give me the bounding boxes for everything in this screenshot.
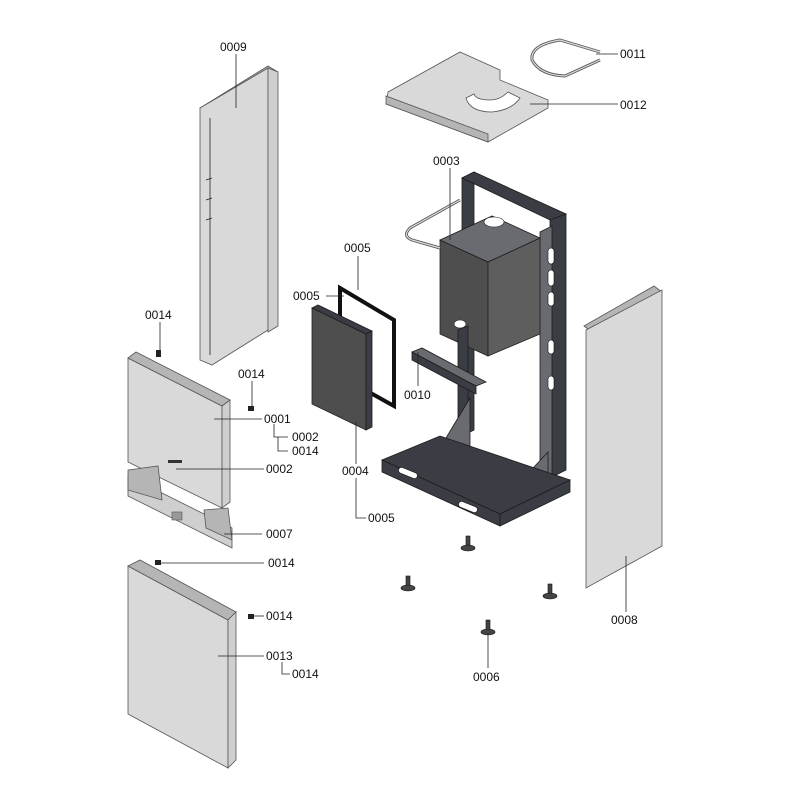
label-0014-d: 0014 bbox=[268, 556, 295, 570]
leader-lines bbox=[158, 53, 627, 675]
label-0014-f: 0014 bbox=[292, 667, 319, 681]
label-0005-bottom: 0005 bbox=[368, 511, 395, 525]
label-0011: 0011 bbox=[620, 47, 646, 61]
side-panel-left bbox=[199, 65, 279, 366]
top-cover-plate bbox=[385, 51, 549, 143]
label-0009: 0009 bbox=[220, 40, 247, 54]
foot-4 bbox=[480, 619, 496, 636]
foot-1 bbox=[460, 535, 476, 552]
foot-2 bbox=[400, 575, 416, 592]
label-0006: 0006 bbox=[473, 670, 500, 684]
label-0005-left: 0005 bbox=[293, 289, 320, 303]
inner-door-panel bbox=[311, 304, 373, 431]
bottom-bracket bbox=[127, 465, 233, 549]
frame-rod bbox=[405, 198, 461, 250]
foot-3 bbox=[542, 583, 558, 600]
label-0014-c: 0014 bbox=[292, 444, 319, 458]
label-0014-e: 0014 bbox=[266, 609, 293, 623]
adjustable-feet bbox=[400, 535, 558, 636]
label-0008: 0008 bbox=[611, 613, 638, 627]
front-lower-panel bbox=[127, 559, 237, 769]
label-0010: 0010 bbox=[404, 388, 431, 402]
label-0014-b: 0014 bbox=[238, 367, 265, 381]
label-0007: 0007 bbox=[266, 527, 293, 541]
label-0012: 0012 bbox=[620, 98, 647, 112]
part-labels: 0009 0011 0012 0003 0005 0005 0014 0014 … bbox=[145, 40, 647, 684]
label-0004: 0004 bbox=[342, 464, 369, 478]
side-panel-right bbox=[583, 285, 663, 589]
label-0003: 0003 bbox=[433, 154, 460, 168]
main-frame bbox=[380, 171, 572, 527]
label-0002-a: 0002 bbox=[292, 430, 319, 444]
label-0013: 0013 bbox=[266, 649, 293, 663]
label-0014-a: 0014 bbox=[145, 308, 172, 322]
top-handle-part bbox=[530, 38, 601, 78]
label-0001: 0001 bbox=[264, 412, 291, 426]
label-0002-b: 0002 bbox=[266, 462, 293, 476]
clips bbox=[155, 350, 254, 619]
label-0005-top: 0005 bbox=[344, 241, 371, 255]
